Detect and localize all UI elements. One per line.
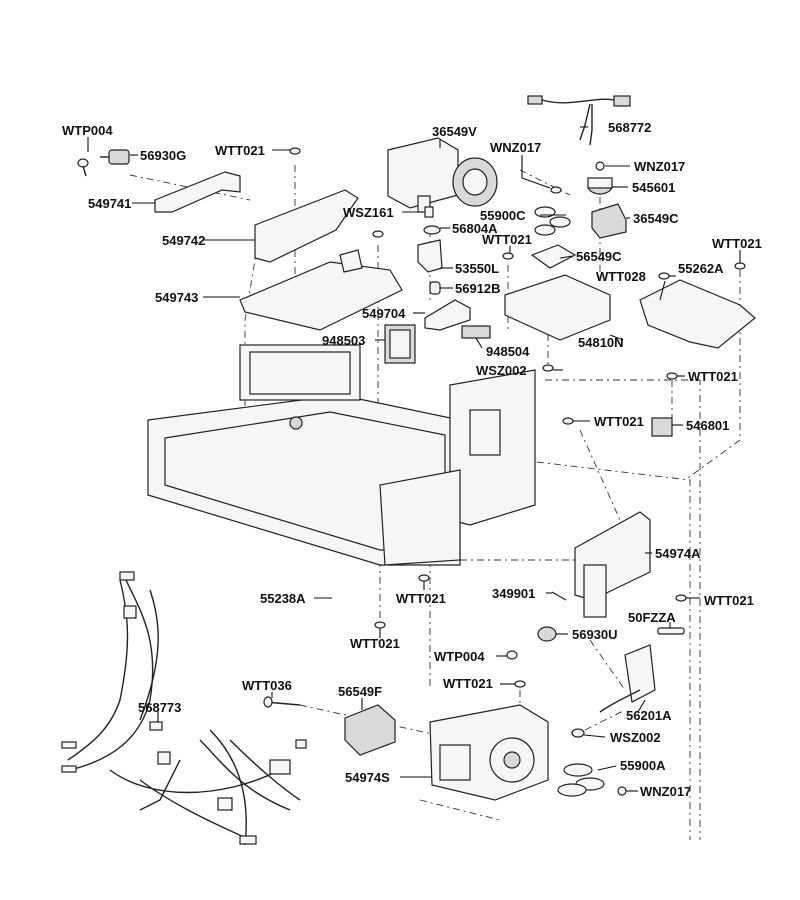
- label-54974a: 54974A: [655, 546, 701, 561]
- bracket-54974a-part: [574, 511, 651, 618]
- label-54810n: 54810N: [578, 335, 624, 350]
- screw-wtp004-top-part: [77, 158, 89, 177]
- label-56930g: 56930G: [140, 148, 186, 163]
- label-549742: 549742: [162, 233, 205, 248]
- label-wnz017-a: WNZ017: [490, 140, 541, 155]
- screw-wtt036-part: [263, 696, 301, 708]
- fuse-50fzza-part: [657, 627, 685, 635]
- blower-fan-36549v-part: [387, 137, 498, 213]
- cap-56912b-part: [429, 281, 441, 295]
- label-545601: 545601: [632, 180, 675, 195]
- label-wtt036: WTT036: [242, 678, 292, 693]
- bracket-549704-part: [424, 299, 471, 331]
- bracket-53550l-part: [417, 239, 443, 273]
- label-36549c: 36549C: [633, 211, 679, 226]
- frame-54810n-part: [504, 274, 611, 341]
- thermostat-56930g-part: [100, 149, 130, 165]
- label-wtt021-h: WTT021: [350, 636, 400, 651]
- plate-549742-part: [254, 189, 359, 263]
- label-549743: 549743: [155, 290, 198, 305]
- duct-55262a-part: [639, 279, 756, 349]
- label-wsz002-b: WSZ002: [610, 730, 661, 745]
- label-56549f: 56549F: [338, 684, 382, 699]
- motor-36549c-part: [591, 203, 627, 239]
- label-56201a: 56201A: [626, 708, 672, 723]
- wire-568772-part: [527, 95, 631, 146]
- label-36549v: 36549V: [432, 124, 477, 139]
- label-wsz161: WSZ161: [343, 205, 394, 220]
- label-55900a: 55900A: [620, 758, 666, 773]
- label-54974s: 54974S: [345, 770, 390, 785]
- label-wnz017-b: WNZ017: [634, 159, 685, 174]
- label-549704: 549704: [362, 306, 406, 321]
- label-53550l: 53550L: [455, 261, 499, 276]
- label-948503: 948503: [322, 333, 365, 348]
- label-55900c: 55900C: [480, 208, 526, 223]
- screw-wtp004-b-part: [506, 650, 518, 660]
- leader-lines: [87, 126, 741, 792]
- fan-blade-55900c-part: [534, 206, 571, 236]
- wire-harness-568773-part: [61, 571, 307, 846]
- label-549741: 549741: [88, 196, 131, 211]
- nut-wnz017-part: [595, 161, 605, 171]
- label-546801: 546801: [686, 418, 729, 433]
- thermostat-56930u-part: [537, 626, 557, 642]
- main-housing-part: [147, 344, 536, 566]
- label-56549c: 56549C: [576, 249, 622, 264]
- connector-948504-part: [461, 325, 491, 339]
- filter-948503-part: [384, 324, 416, 364]
- label-wtt021-b: WTT021: [482, 232, 532, 247]
- label-wtt021-d: WTT021: [688, 369, 738, 384]
- label-wtt021-e: WTT021: [594, 414, 644, 429]
- motor-56549f-part: [344, 704, 396, 756]
- label-wtt021-f: WTT021: [396, 591, 446, 606]
- label-wsz002-a: WSZ002: [476, 363, 527, 378]
- label-568773: 568773: [138, 700, 181, 715]
- bracket-549741-part: [154, 171, 241, 213]
- screw-wsz002-b-part: [571, 728, 585, 738]
- label-wnz017-c: WNZ017: [640, 784, 691, 799]
- label-wtp004-b: WTP004: [434, 649, 485, 664]
- label-wtt028: WTT028: [596, 269, 646, 284]
- part-labels: WTP004 56930G WTT021 549741 549742 54974…: [62, 120, 762, 799]
- label-56930u: 56930U: [572, 627, 618, 642]
- motor-545601-part: [587, 177, 613, 195]
- plate-549743-part: [239, 249, 403, 331]
- fan-blade-55900a-part: [557, 763, 605, 797]
- label-wtt021-a: WTT021: [215, 143, 265, 158]
- label-56804a: 56804A: [452, 221, 498, 236]
- nut-wnz017-c-part: [617, 786, 627, 796]
- label-56912b: 56912B: [455, 281, 501, 296]
- nut-wnz017-a-part: [550, 186, 562, 194]
- label-50fzza: 50FZZA: [628, 610, 676, 625]
- label-wtp004-top: WTP004: [62, 123, 113, 138]
- label-349901: 349901: [492, 586, 535, 601]
- switch-546801-part: [651, 417, 673, 437]
- screw-wsz161-part: [424, 206, 434, 218]
- bracket-56549c-part: [530, 244, 577, 269]
- label-55238a: 55238A: [260, 591, 306, 606]
- label-wtt021-g: WTT021: [704, 593, 754, 608]
- board-56201a-part: [599, 644, 656, 713]
- label-55262a: 55262A: [678, 261, 724, 276]
- label-568772: 568772: [608, 120, 651, 135]
- label-wtt021-c: WTT021: [712, 236, 762, 251]
- bracket-56804a-part: [423, 225, 441, 235]
- label-948504: 948504: [486, 344, 530, 359]
- label-wtt021-i: WTT021: [443, 676, 493, 691]
- fan-housing-54974s-part: [429, 704, 549, 801]
